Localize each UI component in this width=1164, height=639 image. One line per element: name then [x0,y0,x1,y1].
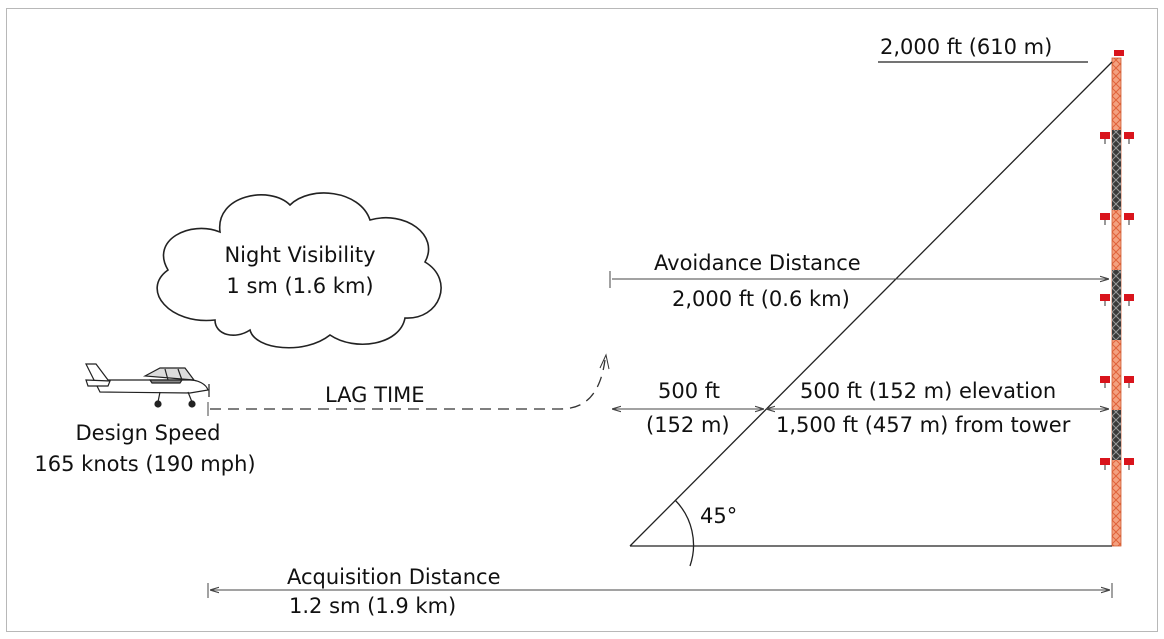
avoidance-title: Avoidance Distance [654,251,861,275]
aircraft-icon [85,363,210,408]
tower [1111,57,1122,547]
avoidance-value: 2,000 ft (0.6 km) [672,287,850,311]
lag-time-path [210,359,606,410]
light-pair-2 [1100,213,1134,225]
light-pair-3 [1100,294,1134,306]
cloud-shape [156,192,442,349]
design-speed-value: 165 knots (190 mph) [34,452,255,476]
elevation-label: 500 ft (152 m) elevation [800,379,1056,403]
angle-arc [674,499,695,567]
top-light [1114,50,1124,56]
gap-m-label: (152 m) [646,413,730,437]
light-pair-5 [1100,458,1134,470]
obstruction-lights [1100,50,1134,470]
slope-line [629,61,1113,547]
light-pair-4 [1100,376,1134,388]
acquisition-title: Acquisition Distance [287,565,501,589]
gap-ft-label: 500 ft [658,379,720,403]
angle-label: 45° [700,504,737,528]
night-visibility-title: Night Visibility [224,243,375,267]
tower-height-label: 2,000 ft (610 m) [880,35,1052,59]
acquisition-value: 1.2 sm (1.9 km) [289,594,456,618]
lag-time-arrowhead [599,353,610,370]
night-visibility-value: 1 sm (1.6 km) [226,274,373,298]
from-tower-label: 1,500 ft (457 m) from tower [776,413,1071,437]
lag-time-label: LAG TIME [325,383,425,407]
design-speed-title: Design Speed [75,421,220,445]
light-pair-1 [1100,132,1134,144]
